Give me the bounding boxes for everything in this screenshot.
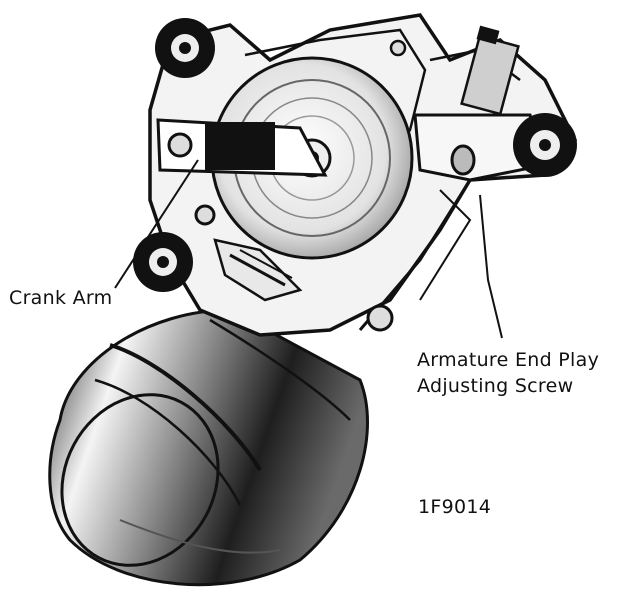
- housing-screw: [366, 304, 394, 332]
- grommet-top: [155, 18, 215, 78]
- housing-screw: [194, 204, 216, 226]
- housing-screw: [389, 39, 407, 57]
- motor-housing: [48, 308, 369, 587]
- figure-id: 1F9014: [418, 496, 492, 518]
- linkage-detail: [213, 238, 303, 302]
- grommet-left: [133, 232, 193, 292]
- crank-arm-leader: [114, 159, 199, 289]
- crank-arm-label: Crank Arm: [9, 287, 113, 309]
- crank-arm: [156, 118, 328, 177]
- adjusting-screw-label-line1: Armature End Play: [417, 349, 600, 371]
- mounting-bracket: [413, 113, 547, 182]
- grommet-right: [513, 113, 577, 177]
- adjusting-screw-label-line2: Adjusting Screw: [417, 375, 574, 397]
- adjusting-screw-leader: [479, 194, 503, 339]
